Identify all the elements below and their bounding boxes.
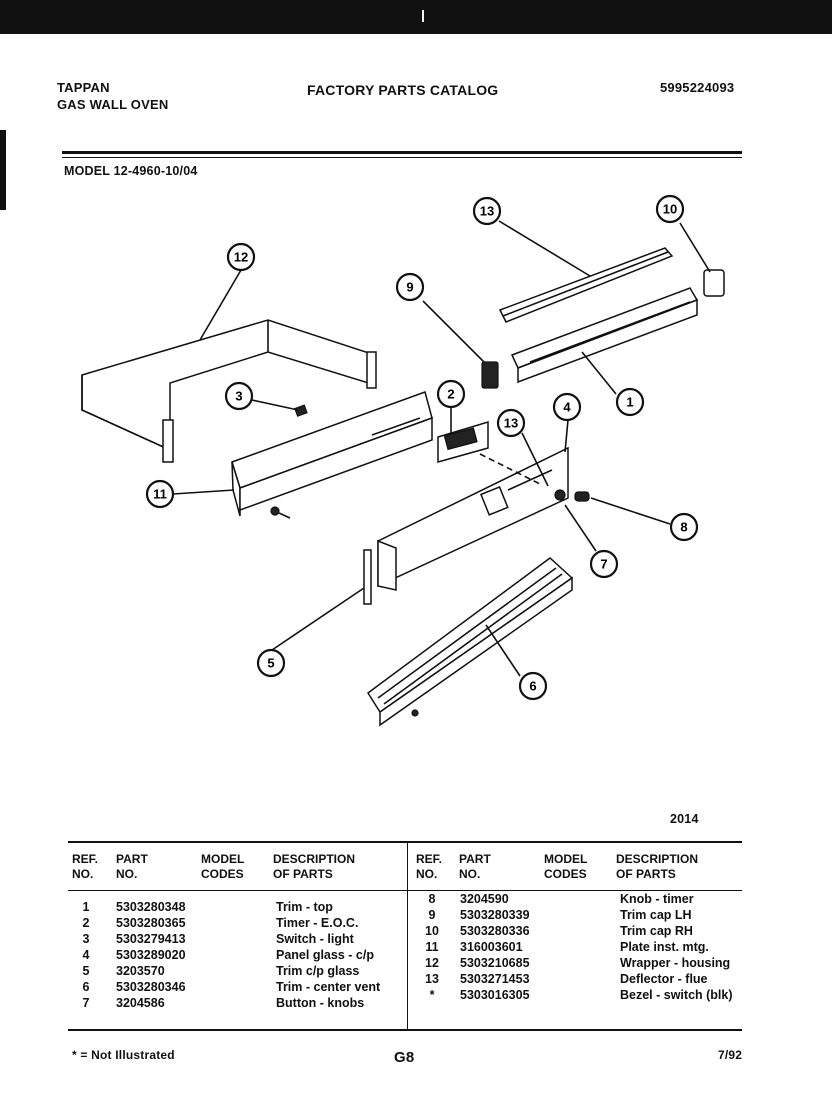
header-ref-right: REF.NO.	[416, 852, 443, 881]
callout-3-label: 3	[235, 389, 242, 404]
callout-13-lower: 13	[496, 408, 526, 438]
light-switch-part	[270, 404, 308, 519]
callout-9: 9	[395, 272, 425, 302]
callout-3: 3	[224, 381, 254, 411]
top-trim-part	[510, 287, 699, 384]
callout-12: 12	[226, 242, 256, 272]
catalog-title: FACTORY PARTS CATALOG	[307, 82, 499, 98]
callout-4-label: 4	[563, 400, 571, 415]
callout-13-lower-label: 13	[504, 416, 518, 431]
model-number: MODEL 12-4960-10/04	[64, 164, 198, 178]
callout-1-label: 1	[626, 395, 633, 410]
callout-11: 11	[145, 479, 175, 509]
callout-5: 5	[256, 648, 286, 678]
leader-lines	[172, 220, 711, 677]
scan-left-edge	[0, 130, 6, 210]
knob-assembly-part	[554, 489, 590, 502]
flue-deflector-part	[498, 247, 674, 323]
header-rule	[62, 151, 742, 154]
callout-10: 10	[655, 194, 685, 224]
callout-8-label: 8	[680, 520, 687, 535]
callout-1: 1	[615, 387, 645, 417]
callout-2-label: 2	[447, 387, 454, 402]
callout-5-label: 5	[267, 656, 274, 671]
panel-glass-part	[377, 446, 569, 591]
callout-12-label: 12	[234, 250, 248, 265]
scan-top-border	[0, 0, 832, 34]
table-divider	[407, 843, 408, 1029]
callout-7: 7	[589, 549, 619, 579]
callout-9-label: 9	[406, 280, 413, 295]
table-top-rule	[68, 841, 742, 843]
callout-13-top: 13	[472, 196, 502, 226]
callout-6: 6	[518, 671, 548, 701]
trim-cap-right-part	[703, 269, 725, 297]
callout-11-label: 11	[153, 487, 167, 502]
not-illustrated-note: * = Not Illustrated	[72, 1048, 175, 1062]
table-header-rule	[68, 890, 742, 891]
figure-number: 2014	[670, 812, 699, 826]
product-name: GAS WALL OVEN	[57, 97, 169, 112]
callout-2: 2	[436, 379, 466, 409]
callout-13-top-label: 13	[480, 204, 494, 219]
trim-cap-left-part	[481, 361, 499, 389]
callout-7-label: 7	[600, 557, 607, 572]
glass-trim-strip-part	[363, 549, 372, 605]
header-ref: REF.NO.	[72, 852, 99, 881]
mounting-plate-part	[231, 391, 433, 517]
callout-4: 4	[552, 392, 582, 422]
brand-name: TAPPAN	[57, 80, 110, 95]
callout-8: 8	[669, 512, 699, 542]
callout-10-label: 10	[663, 202, 677, 217]
header-rule-thin	[62, 157, 742, 158]
wrapper-housing-part	[81, 319, 377, 463]
timer-part	[437, 420, 489, 463]
callout-6-label: 6	[529, 679, 536, 694]
center-vent-trim-part	[366, 557, 574, 727]
table-bottom-rule	[68, 1029, 742, 1031]
scan-mark	[422, 10, 424, 22]
exploded-parts-diagram: 1 2 3 4 5 6 7 8 9 10 11 12 13 13	[81, 194, 725, 727]
revision-date: 7/92	[718, 1048, 743, 1062]
page-code: G8	[394, 1049, 415, 1066]
catalog-number: 5995224093	[660, 80, 735, 95]
